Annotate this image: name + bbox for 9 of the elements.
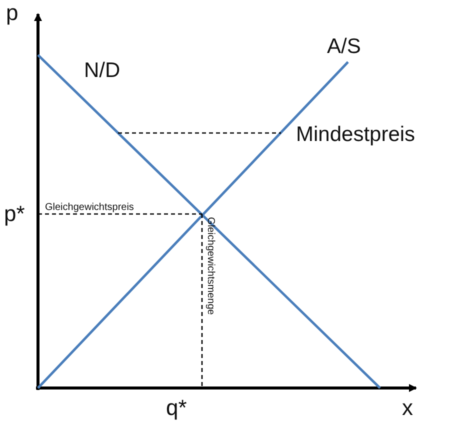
axis-label: x — [402, 397, 413, 419]
point-label: Gleichgewichtspreis — [45, 203, 134, 213]
point-label: Gleichgewichtsmenge — [205, 217, 215, 315]
curve-label: N/D — [84, 60, 120, 81]
axis-value-label: p* — [4, 203, 25, 225]
curve-label: A/S — [327, 36, 361, 57]
axis-label: p — [6, 2, 18, 24]
price-label: Mindestpreis — [296, 124, 416, 145]
axis-value-label: q* — [166, 397, 187, 419]
